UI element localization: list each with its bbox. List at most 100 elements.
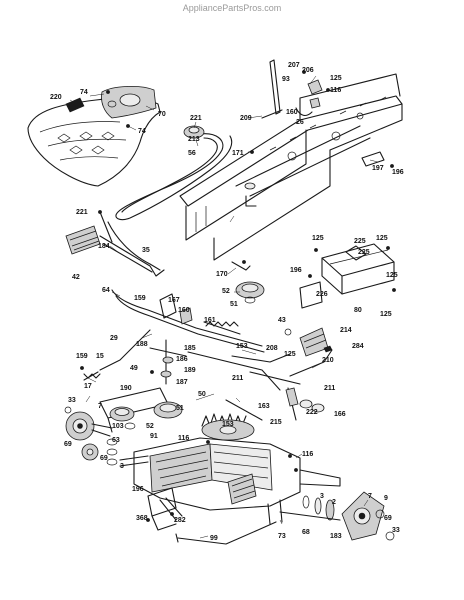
callout-69: 69 <box>384 515 392 522</box>
callout-190: 190 <box>120 385 132 392</box>
callout-labels: 220 74 70 74 221 213 56 207 93 206 125 1… <box>50 62 404 542</box>
pulley-bracket <box>99 387 183 433</box>
callout-29: 29 <box>110 335 118 342</box>
callout-196: 196 <box>392 169 404 176</box>
callout-69: 69 <box>64 441 72 448</box>
callout-210: 210 <box>322 357 334 364</box>
callout-26: 26 <box>296 119 304 126</box>
callout-159: 159 <box>76 353 88 360</box>
callout-56: 56 <box>188 150 196 157</box>
callout-189: 189 <box>184 367 196 374</box>
left-linkage <box>80 329 151 381</box>
callout-209: 209 <box>240 115 252 122</box>
callout-99: 99 <box>210 535 218 542</box>
callout-153: 153 <box>236 343 248 350</box>
brake-pedal <box>284 327 333 357</box>
callout-69: 69 <box>100 455 108 462</box>
callout-33: 33 <box>392 527 400 534</box>
callout-49: 49 <box>130 365 138 372</box>
callout-222: 222 <box>306 409 318 416</box>
callout-51: 51 <box>230 301 238 308</box>
callout-171: 171 <box>232 150 244 157</box>
callout-93: 93 <box>282 76 290 83</box>
callout-196: 196 <box>290 267 302 274</box>
callout-159: 159 <box>134 295 146 302</box>
callout-52: 52 <box>146 423 154 430</box>
callout-116: 116 <box>330 87 341 94</box>
callout-221: 221 <box>76 209 88 216</box>
callout-116: 116 <box>302 451 313 458</box>
callout-116: 116 <box>178 435 189 442</box>
callout-207: 207 <box>288 62 300 69</box>
watermark: AppliancePartsPros.com <box>182 3 282 13</box>
callout-64: 64 <box>102 287 110 294</box>
callout-33: 33 <box>68 397 76 404</box>
callout-153: 153 <box>222 421 234 428</box>
callout-214: 214 <box>340 327 352 334</box>
callout-3: 3 <box>120 463 124 470</box>
lift-lever <box>250 59 394 168</box>
callout-125: 125 <box>312 235 324 242</box>
spring-161 <box>205 321 239 327</box>
bracket-197 <box>361 151 385 167</box>
hood-assembly <box>27 86 161 187</box>
right-wheel-hub <box>279 491 395 541</box>
callout-225: 225 <box>354 238 366 245</box>
callout-282: 282 <box>174 517 186 524</box>
callout-161: 161 <box>204 317 216 324</box>
callout-125: 125 <box>380 311 392 318</box>
callout-196: 196 <box>132 486 144 493</box>
callout-74: 74 <box>138 128 146 135</box>
callout-80: 80 <box>354 307 362 314</box>
callout-15: 15 <box>96 353 104 360</box>
callout-160: 160 <box>178 307 190 314</box>
callout-51: 51 <box>176 405 184 412</box>
transaxle <box>119 413 341 525</box>
callout-211: 211 <box>232 375 243 382</box>
callout-74: 74 <box>80 89 88 96</box>
callout-7: 7 <box>368 493 372 500</box>
callout-197: 197 <box>372 165 384 172</box>
callout-186: 186 <box>176 356 188 363</box>
rod-99 <box>175 521 277 545</box>
linkage-rods <box>187 349 333 421</box>
callout-125: 125 <box>330 75 342 82</box>
callout-3: 3 <box>320 493 324 500</box>
chassis-frame <box>179 73 403 261</box>
rear-bracket <box>299 243 396 309</box>
callout-187: 187 <box>176 379 188 386</box>
callout-125: 125 <box>386 272 398 279</box>
left-wheel-hub <box>64 406 118 466</box>
drive-belt-56 <box>115 125 233 221</box>
callout-166: 166 <box>334 411 346 418</box>
callout-7: 7 <box>98 403 102 410</box>
callout-225: 225 <box>358 249 370 256</box>
callout-125: 125 <box>376 235 388 242</box>
center-arm <box>149 339 187 385</box>
callout-42: 42 <box>72 274 80 281</box>
callout-213: 213 <box>188 136 200 143</box>
callout-221: 221 <box>190 115 202 122</box>
callout-185: 185 <box>184 345 196 352</box>
callout-284: 284 <box>352 343 364 350</box>
callout-215: 215 <box>270 419 282 426</box>
callout-2: 2 <box>332 499 336 506</box>
callout-167: 167 <box>168 297 180 304</box>
callout-208: 208 <box>266 345 278 352</box>
callout-91: 91 <box>150 433 158 440</box>
idler-pulley-upper <box>231 260 265 304</box>
callout-170: 170 <box>216 271 228 278</box>
callout-211: 211 <box>324 385 335 392</box>
callout-9: 9 <box>384 495 388 502</box>
callout-70: 70 <box>158 111 166 118</box>
callout-226: 226 <box>316 291 328 298</box>
callout-73: 73 <box>278 533 286 540</box>
callout-17: 17 <box>84 383 92 390</box>
callout-183: 183 <box>330 533 342 540</box>
leader-lines <box>69 75 379 539</box>
callout-50: 50 <box>198 391 206 398</box>
callout-368: 368 <box>136 515 148 522</box>
callout-163: 163 <box>258 403 270 410</box>
callout-160: 160 <box>286 109 298 116</box>
